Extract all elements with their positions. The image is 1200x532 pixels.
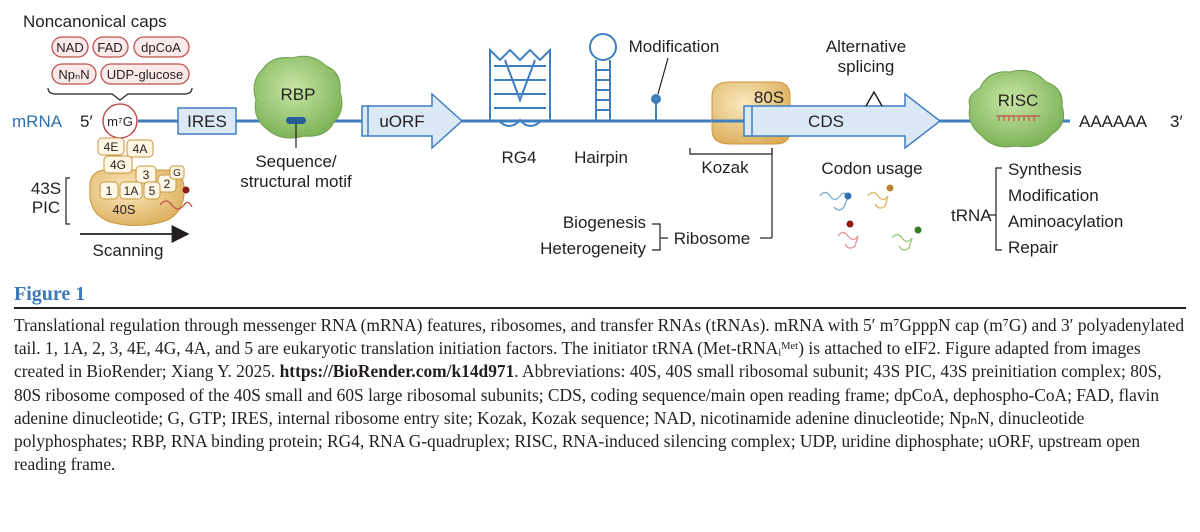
pic-4g: 4G (110, 158, 126, 172)
codon-usage-label: Codon usage (821, 159, 922, 178)
pic-40s: 40S (112, 202, 135, 217)
uorf-arrow (361, 92, 464, 150)
cap-pills: NAD FAD dpCoA NpₙN UDP-glucose (51, 36, 190, 85)
rbp-motif (286, 117, 306, 124)
trna-item-modification: Modification (1008, 186, 1099, 205)
pic-43s: 4E 4A 4G 3 2 G 1 1A 5 40S (89, 137, 193, 226)
trna-item-aminoacylation: Aminoacylation (1008, 212, 1123, 231)
noncanonical-caps-title: Noncanonical caps (23, 12, 167, 31)
five-prime-label: 5′ (80, 112, 93, 131)
initiator-trna (159, 200, 193, 210)
caption-text-1: Translational regulation through messeng… (14, 315, 1185, 382)
cap-dpcoa: dpCoA (141, 40, 181, 55)
pic-label-line2: PIC (32, 198, 60, 217)
hairpin-structure (589, 33, 617, 121)
pic-2: 2 (164, 177, 171, 191)
biorender-link[interactable]: https://BioRender.com/k14d971 (279, 361, 515, 382)
rbp-label: RBP (281, 85, 316, 104)
trna-item-repair: Repair (1008, 238, 1058, 257)
alt-splicing-line1: Alternative (826, 37, 906, 56)
modification-label: Modification (629, 37, 720, 56)
ribosome-label: Ribosome (674, 229, 751, 248)
rg4-structure (489, 47, 551, 127)
figure-caption: Translational regulation through messeng… (14, 314, 1188, 476)
three-prime-label: 3′ (1170, 112, 1183, 131)
caption-rule (14, 307, 1186, 309)
risc-mirna (996, 115, 1040, 121)
pic-g: G (173, 168, 181, 179)
m7g-label: m⁷G (107, 114, 133, 129)
translation-diagram: Noncanonical caps NAD FAD dpCoA NpₙN UDP… (12, 12, 1183, 260)
cap-udp-glucose: UDP-glucose (107, 67, 184, 82)
alt-splicing-line2: splicing (838, 57, 895, 76)
kozak-label: Kozak (701, 158, 749, 177)
pic-4e: 4E (104, 140, 119, 154)
cap-npnn: NpₙN (58, 67, 89, 82)
caption-text-2: . Abbreviations: 40S, 40S small ribosoma… (14, 361, 1162, 475)
heterogeneity-label: Heterogeneity (540, 239, 646, 258)
hairpin-label: Hairpin (574, 148, 628, 167)
pic-1: 1 (106, 184, 113, 198)
figure-title: Figure 1 (14, 283, 86, 305)
pic-label-line1: 43S (31, 179, 61, 198)
uorf-label: uORF (379, 112, 424, 131)
trna-label: tRNA (951, 206, 992, 225)
polya-label: AAAAAA (1079, 112, 1148, 131)
ires-label: IRES (187, 112, 227, 131)
rg4-label: RG4 (502, 148, 537, 167)
pic-3: 3 (143, 168, 150, 182)
modification-mark (651, 94, 661, 104)
trna-item-synthesis: Synthesis (1008, 160, 1082, 179)
ires-box (177, 107, 237, 135)
scanning-label: Scanning (93, 241, 164, 260)
rbp-protein (253, 55, 343, 139)
risc-label: RISC (998, 91, 1039, 110)
seq-motif-line2: structural motif (240, 172, 352, 191)
risc-protein (968, 69, 1065, 148)
ribosome-80s-label: 80S (754, 88, 784, 107)
seq-motif-line1: Sequence/ (255, 152, 337, 171)
pic-5: 5 (149, 184, 156, 198)
biogenesis-label: Biogenesis (563, 213, 646, 232)
cds-label: CDS (808, 112, 844, 131)
pic-4a: 4A (133, 142, 148, 156)
mrna-label: mRNA (12, 112, 63, 131)
pic-1a: 1A (124, 184, 139, 198)
cap-nad: NAD (56, 40, 83, 55)
trna-molecules (819, 184, 922, 251)
cap-fad: FAD (97, 40, 122, 55)
cds-arrow (743, 92, 942, 150)
